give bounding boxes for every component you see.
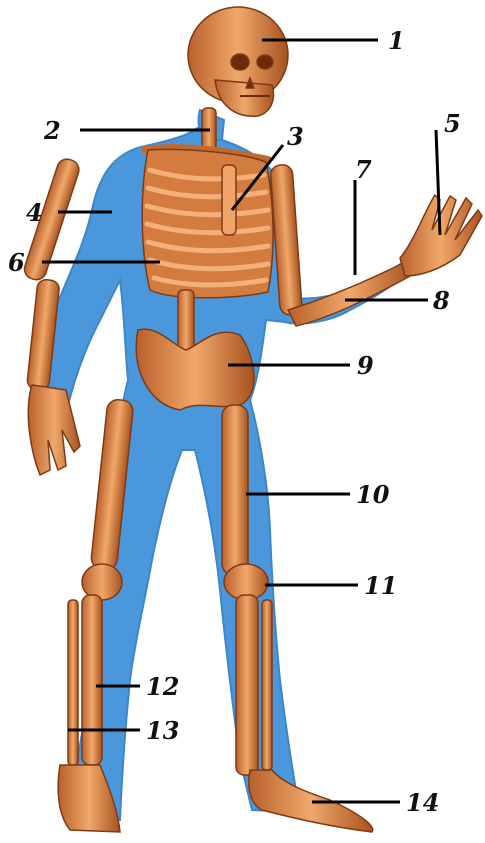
left-fibula xyxy=(68,600,78,765)
label-1: 1 xyxy=(388,26,405,55)
label-8: 8 xyxy=(432,286,450,315)
right-femur xyxy=(222,405,248,575)
jaw xyxy=(215,80,273,116)
lumbar-spine xyxy=(178,290,194,350)
leader-line-5 xyxy=(436,130,440,235)
label-3: 3 xyxy=(287,122,304,151)
label-14: 14 xyxy=(406,788,439,817)
label-9: 9 xyxy=(357,351,374,380)
label-4: 4 xyxy=(26,198,43,227)
label-6: 6 xyxy=(8,248,25,277)
label-10: 10 xyxy=(356,480,390,509)
right-fibula xyxy=(262,600,272,770)
label-7: 7 xyxy=(355,155,372,184)
left-tibia xyxy=(82,595,102,765)
right-tibia xyxy=(236,595,258,775)
label-5: 5 xyxy=(444,109,461,138)
right-hand xyxy=(400,195,482,276)
sternum xyxy=(222,165,236,235)
right-forearm xyxy=(288,262,412,326)
left-hand xyxy=(28,385,80,475)
label-12: 12 xyxy=(146,672,179,701)
label-2: 2 xyxy=(43,116,61,145)
label-13: 13 xyxy=(146,716,179,745)
label-11: 11 xyxy=(364,571,397,600)
